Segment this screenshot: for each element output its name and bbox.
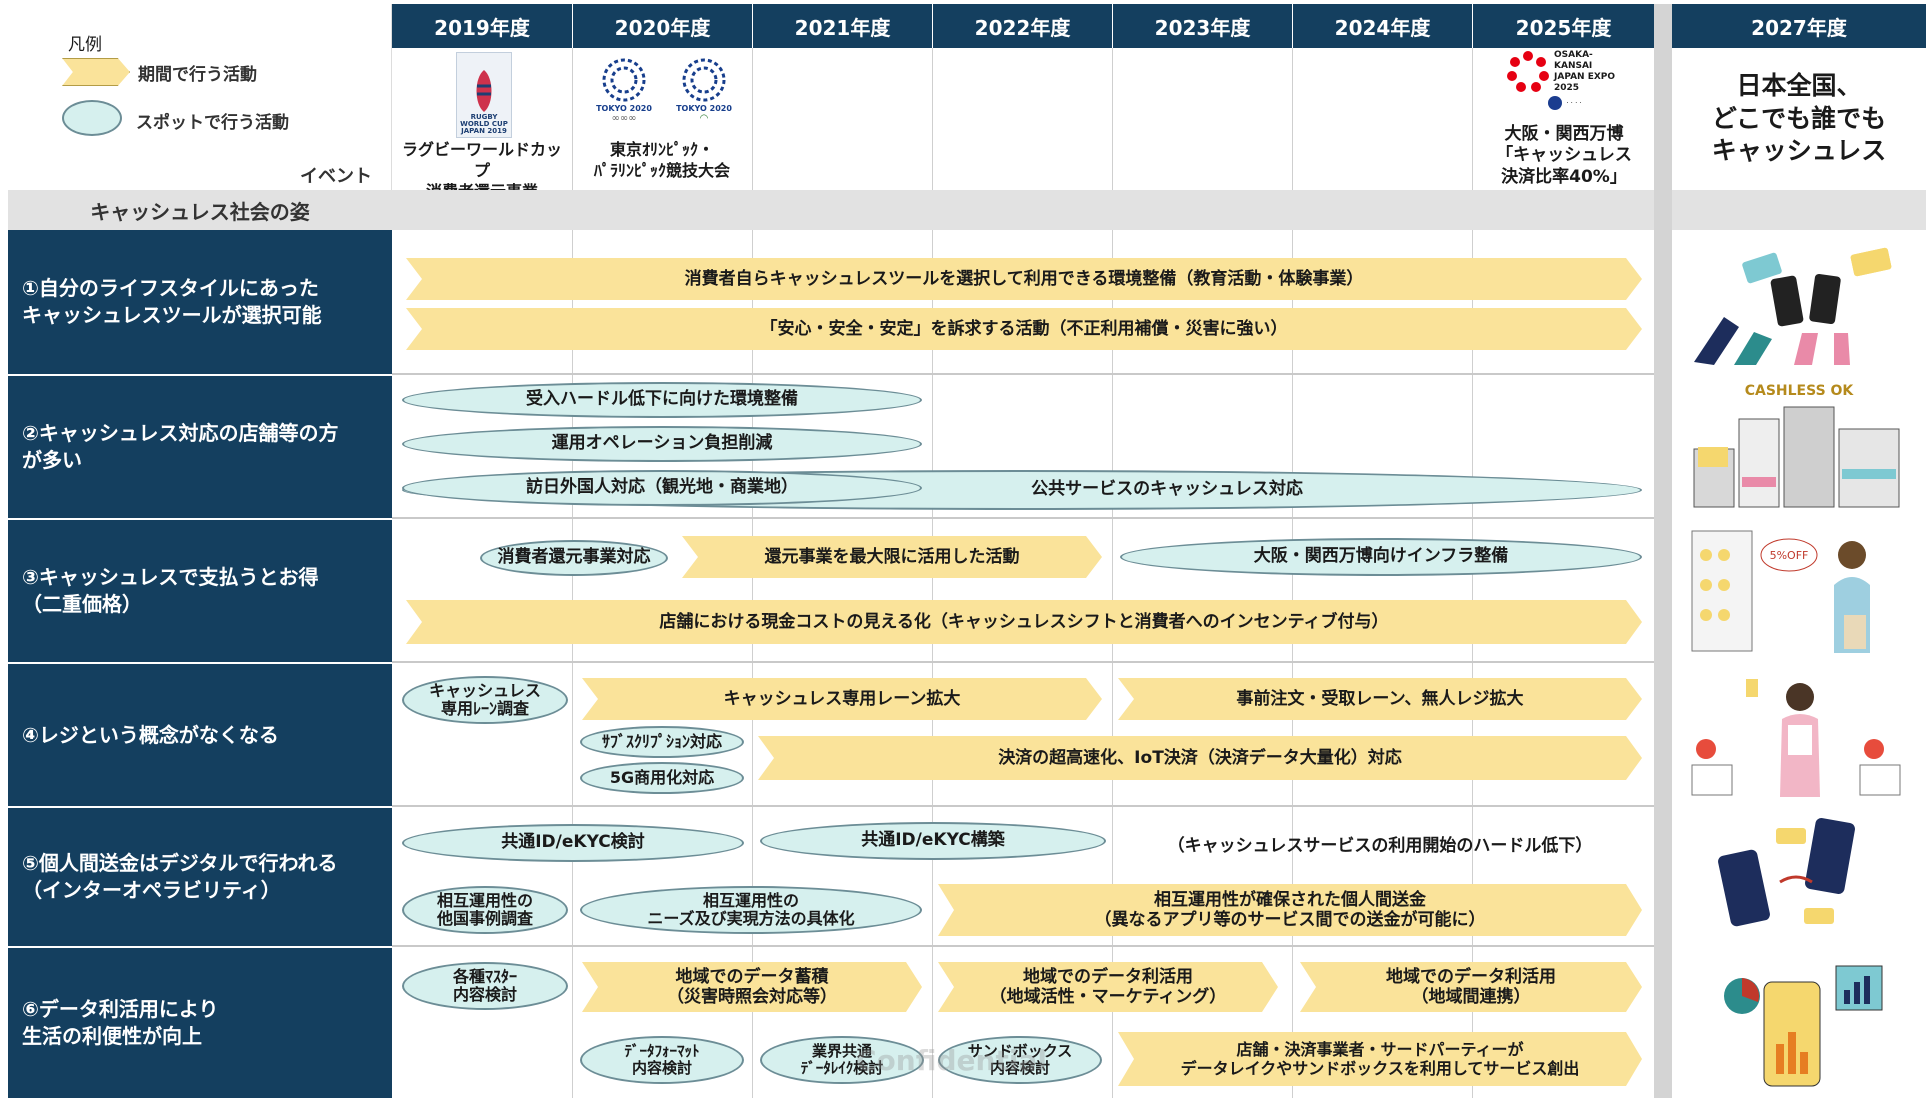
year-2025: 2025年度 [1472,4,1654,48]
row-label-1: ①自分のライフスタイルにあった キャッシュレスツールが選択可能 [8,230,392,374]
activity-interop-p2p-transfer: 相互運用性が確保された個人間送金 （異なるアプリ等のサービス間での送金が可能に） [938,884,1642,936]
society-row-band [392,190,1654,230]
society-row-band-right [1672,190,1926,230]
society-label: キャッシュレス社会の姿 [8,190,392,230]
spot-master-review: 各種ﾏｽﾀｰ 内容検討 [402,962,568,1010]
spot-common-id-build: 共通ID/eKYC構築 [760,822,1106,860]
spot-interop-needs: 相互運用性の ニーズ及び実現方法の具体化 [580,886,922,934]
year-2021: 2021年度 [752,4,932,48]
spot-consumer-rebate: 消費者還元事業対応 [480,540,668,576]
expo2025-logo: OSAKA-KANSAI JAPAN EXPO 2025 · · · · [1500,50,1630,124]
activity-safety-appeal: 「安心・安全・安定」を訴求する活動（不正利用補償・災害に強い） [406,308,1642,350]
illustration-phone-transfer-icon [1672,810,1926,944]
spot-cashless-lane-survey: キャッシュレス 専用ﾚｰﾝ調査 [402,676,568,724]
spot-interop-foreign-cases: 相互運用性の 他国事例調査 [402,886,568,934]
spot-sandbox: サンドボックス 内容検討 [938,1036,1102,1084]
activity-preorder-unmanned-register: 事前注文・受取レーン、無人レジ拡大 [1118,678,1642,720]
activity-ultrafast-iot-payment: 決済の超高速化、IoT決済（決済データ大量化）対応 [758,736,1642,780]
row-label-2: ②キャッシュレス対応の店舗等の方 が多い [8,374,392,518]
legend-period-label: 期間で行う活動 [138,65,257,85]
legend-ellipse-swatch [62,100,122,136]
row-label-5: ⑤個人間送金はデジタルで行われる （インターオペラビリティ） [8,806,392,946]
illustration-data-charts-icon [1672,950,1926,1094]
event-2025: 大阪・関西万博 「キャッシュレス 決済比率40%」 [1496,124,1632,187]
vision-2027: 日本全国、 どこでも誰でも キャッシュレス [1711,71,1887,166]
note-service-hurdle: （キャッシュレスサービスの利用開始のハードル低下） [1167,835,1593,856]
spot-subscription: ｻﾌﾞｽｸﾘﾌﾟｼｮﾝ対応 [580,726,744,758]
illustration-hands-cards-icon [1672,234,1926,370]
illustration-shopper-discount-icon: 5%OFF [1672,522,1926,658]
activity-cash-cost-visibility: 店舗における現金コストの見える化（キャッシュレスシフトと消費者へのインセンティブ… [406,600,1642,644]
activity-cashless-lane-expansion: キャッシュレス専用レーン拡大 [582,678,1102,720]
spot-common-id-study: 共通ID/eKYC検討 [402,824,744,862]
year-2024: 2024年度 [1292,4,1472,48]
year-2027: 2027年度 [1672,4,1926,48]
spot-5g: 5G商用化対応 [580,762,744,794]
spot-operation-burden: 運用オペレーション負担削減 [402,426,922,462]
tokyo2020-paralympic-logo: TOKYO 2020 ◠ [676,56,732,136]
legend: 凡例 期間で行う活動 スポットで行う活動 イベント [8,4,392,190]
illustration-storefronts-icon: CASHLESS OK [1672,378,1926,514]
spot-hurdle-lowering: 受入ハードル低下に向けた環境整備 [402,382,922,418]
activity-rebate-utilization: 還元事業を最大限に活用した活動 [682,536,1102,578]
spot-inbound-tourists: 訪日外国人対応（観光地・商業地） [402,470,922,506]
legend-title: 凡例 [68,35,102,55]
activity-regional-data-marketing: 地域でのデータ利活用 （地域活性・マーケティング） [938,962,1278,1012]
rugby-world-cup-logo: RUGBY WORLD CUP JAPAN 2019 [456,52,512,138]
tokyo2020-olympic-logo: TOKYO 2020 ∞∞∞ [596,56,652,136]
activity-env-maintenance: 消費者自らキャッシュレスツールを選択して利用できる環境整備（教育活動・体験事業） [406,258,1642,300]
year-2022: 2022年度 [932,4,1112,48]
year-2019: 2019年度 [392,4,572,48]
row-label-4: ④レジという概念がなくなる [8,662,392,806]
year-2023: 2023年度 [1112,4,1292,48]
year-2020: 2020年度 [572,4,752,48]
activity-regional-data-cooperation: 地域でのデータ利活用 （地域間連携） [1300,962,1642,1012]
legend-arrow-swatch [62,58,130,86]
activity-regional-data-accumulation: 地域でのデータ蓄積 （災害時照会対応等） [582,962,922,1012]
event-2020: 東京ｵﾘﾝﾋﾟｯｸ・ ﾊﾟﾗﾘﾝﾋﾟｯｸ競技大会 [593,140,730,180]
legend-spot-label: スポットで行う活動 [136,113,289,133]
column-gap [1654,4,1672,1098]
row-label-3: ③キャッシュレスで支払うとお得 （二重価格） [8,518,392,662]
spot-expo-infra: 大阪・関西万博向けインフラ整備 [1120,538,1642,576]
spot-data-format: ﾃﾞｰﾀﾌｫｰﾏｯﾄ 内容検討 [580,1036,744,1084]
illustration-cafe-customer-icon [1672,666,1926,802]
spot-data-lake: 業界共通 ﾃﾞｰﾀﾚｲｸ検討 [760,1036,924,1084]
legend-event-label: イベント [300,166,372,187]
svg-text:5%OFF: 5%OFF [1770,549,1809,562]
row-label-6: ⑥データ利活用により 生活の利便性が向上 [8,946,392,1098]
activity-service-creation: 店舗・決済事業者・サードパーティーが データレイクやサンドボックスを利用してサー… [1118,1032,1642,1086]
